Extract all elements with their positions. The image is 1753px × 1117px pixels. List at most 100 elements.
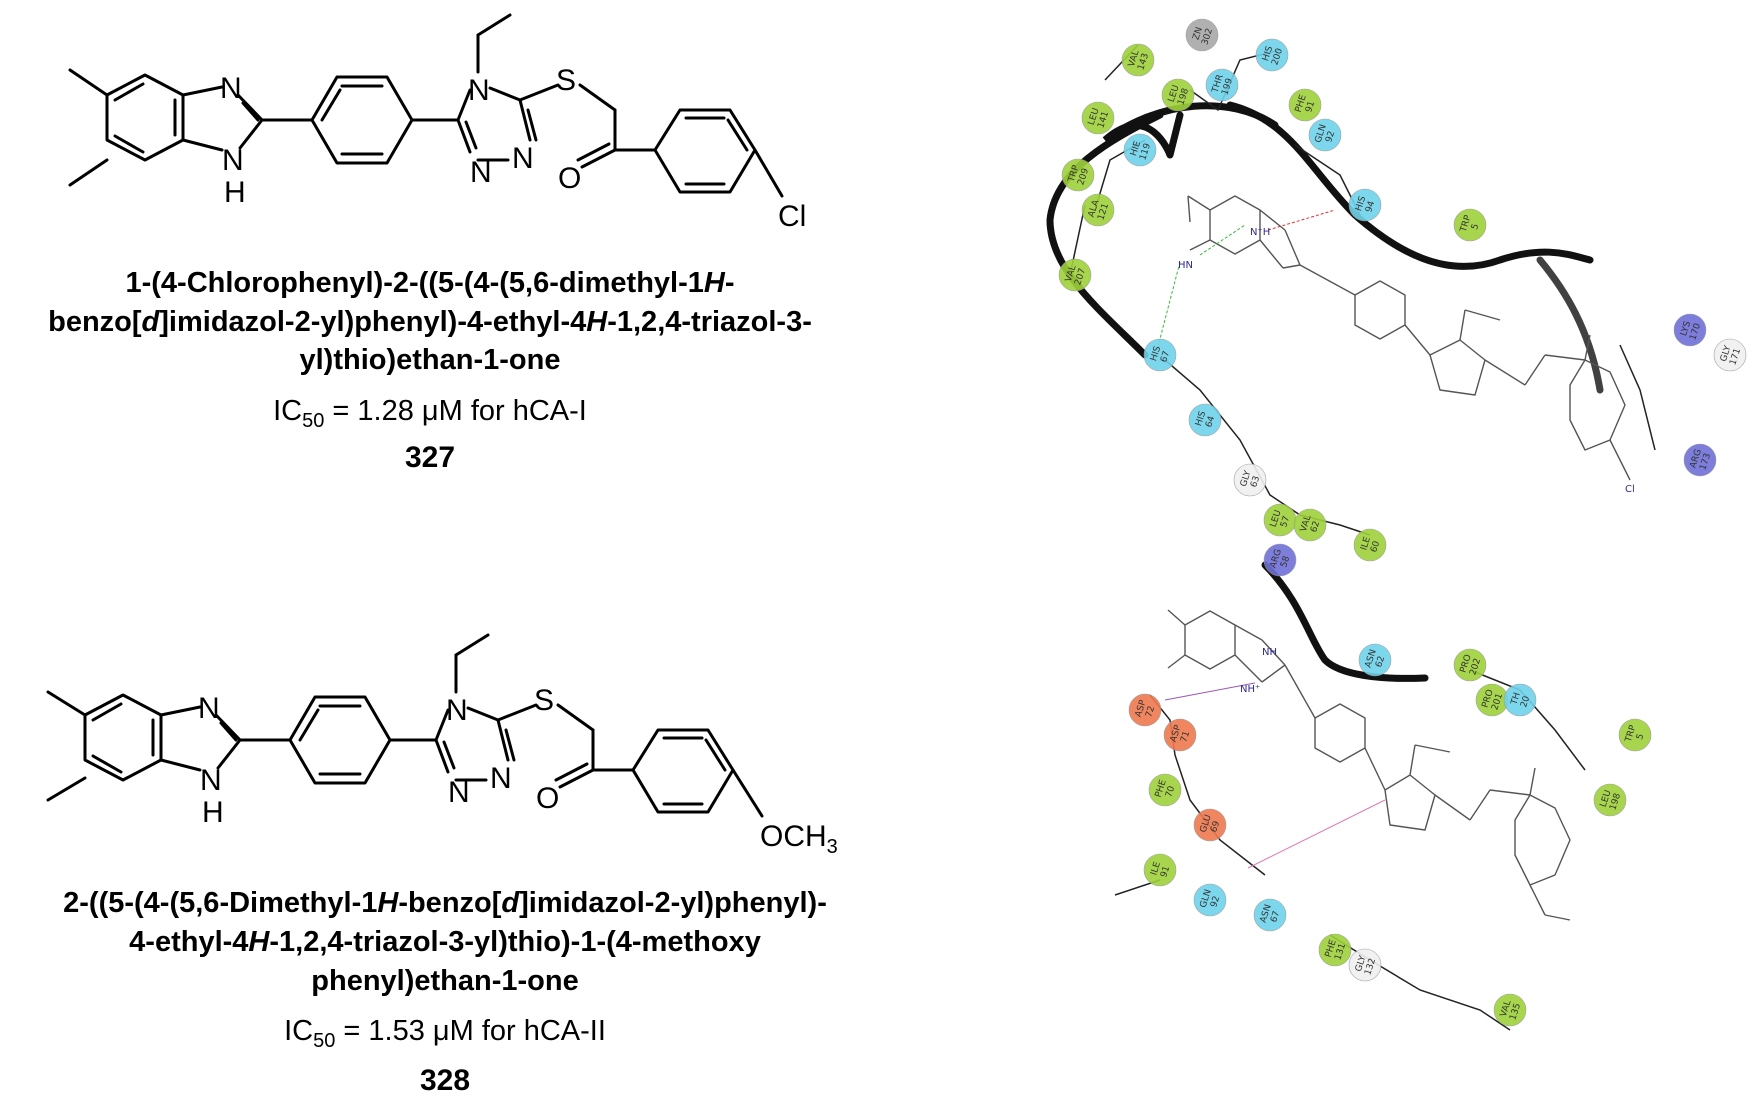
- svg-text:HIS67: HIS67: [1149, 345, 1173, 366]
- top-residue-hie-119: HIE119: [1123, 133, 1157, 167]
- atom-n4-328: N: [446, 694, 468, 727]
- svg-text:ILE60: ILE60: [1359, 536, 1382, 555]
- atom-n-328: N: [198, 692, 220, 725]
- atom-h-328: H: [202, 796, 224, 829]
- svg-text:HIS94: HIS94: [1354, 195, 1378, 216]
- svg-text:VAL135: VAL135: [1499, 999, 1523, 1022]
- compound-327-name-line1: 1-(4-Chlorophenyl)-2-((5-(4-(5,6-dimethy…: [125, 267, 734, 299]
- svg-text:LEU57: LEU57: [1269, 509, 1293, 532]
- compound-328-name-line2: 4-ethyl-4H-1,2,4-triazol-3-yl)thio)-1-(4…: [129, 926, 761, 958]
- compound-327-ic50: IC50 = 1.28 μM for hCA-I: [273, 395, 587, 432]
- ligand-label-cl: Cl: [1625, 484, 1635, 495]
- svg-text:GLU69: GLU69: [1199, 814, 1224, 837]
- top-residue-ala-121: ALA121: [1081, 193, 1115, 227]
- compound-328-name-line3: phenyl)ethan-1-one: [311, 965, 578, 997]
- top-residue-gly-63: GLY63: [1233, 463, 1267, 497]
- compound-328-ic50: IC50 = 1.53 μM for hCA-II: [284, 1015, 606, 1052]
- top-residue-thr-199: THR199: [1205, 68, 1239, 102]
- svg-text:ARG58: ARG58: [1268, 548, 1293, 573]
- compound-328-name-line1: 2-((5-(4-(5,6-Dimethyl-1H-benzo[d]imidaz…: [63, 887, 827, 919]
- top-residue-val-143: VAL143: [1121, 43, 1155, 77]
- ligand-327-2d: [1187, 195, 1631, 481]
- substituent-cl-327: Cl: [778, 200, 806, 233]
- bottom-residue-gly-132: GLY132: [1348, 948, 1382, 982]
- svg-text:ASN62: ASN62: [1364, 648, 1389, 672]
- bottom-residue-glu-69: GLU69: [1193, 808, 1227, 842]
- top-residue-leu-141: LEU141: [1081, 101, 1115, 135]
- top-residue-gly-171: GLY171: [1713, 338, 1747, 372]
- top-residue-lys-170: LYS170: [1673, 313, 1707, 347]
- bottom-residue-phe-131: PHE131: [1318, 933, 1352, 967]
- top-residue-his-94: HIS94: [1348, 188, 1382, 222]
- svg-text:ASP71: ASP71: [1169, 723, 1194, 746]
- bottom-residue-phe-70: PHE70: [1148, 773, 1182, 807]
- bottom-residue-val-135: VAL135: [1493, 993, 1527, 1027]
- top-residue-trp-5: TRP5: [1453, 208, 1487, 242]
- substituent-och3-328: OCH3: [760, 820, 838, 858]
- atom-nh-327: N: [222, 144, 244, 177]
- svg-text:GLN92: GLN92: [1199, 888, 1224, 912]
- docking-panel-top: N⁺H HN Cl: [1046, 44, 1656, 536]
- svg-text:PHE70: PHE70: [1154, 778, 1179, 801]
- bottom-residue-pro-201: PRO201: [1475, 683, 1509, 717]
- atom-n4-327: N: [468, 74, 490, 107]
- atom-n2-327: N: [470, 156, 492, 189]
- compound-328-number: 328: [420, 1064, 470, 1097]
- bottom-residue-asn-67: ASN67: [1253, 898, 1287, 932]
- top-residue-phe-91: PHE91: [1288, 88, 1322, 122]
- ligand-label-nh-top: N⁺H: [1250, 227, 1270, 238]
- bottom-residue-asn-62: ASN62: [1358, 643, 1392, 677]
- bottom-residue-leu-198: LEU198: [1593, 783, 1627, 817]
- svg-text:ASN67: ASN67: [1259, 903, 1284, 927]
- top-residue-leu-57: LEU57: [1263, 503, 1297, 537]
- svg-text:PHE91: PHE91: [1294, 93, 1319, 116]
- atom-n1-328: N: [490, 762, 512, 795]
- compound-327-number: 327: [405, 441, 455, 474]
- svg-text:ILE91: ILE91: [1149, 861, 1172, 880]
- atom-nh-328: N: [200, 764, 222, 797]
- bottom-residue-asp-72: ASP72: [1128, 693, 1162, 727]
- svg-text:PRO201: PRO201: [1481, 688, 1506, 712]
- svg-text:ASP72: ASP72: [1134, 698, 1159, 721]
- top-residue-leu-198: LEU198: [1161, 78, 1195, 112]
- bottom-residue-gln-92: GLN92: [1193, 883, 1227, 917]
- top-residue-gln-92: GLN92: [1308, 118, 1342, 152]
- top-residue-trp-209: TRP209: [1061, 158, 1095, 192]
- bottom-residue-trp-5: TRP5: [1618, 718, 1652, 752]
- compound-327-name-line3: yl)thio)ethan-1-one: [300, 344, 561, 376]
- top-residue-his-67: HIS67: [1143, 338, 1177, 372]
- ligand-label-nh-plus: NH⁺: [1240, 684, 1260, 695]
- svg-text:HIE119: HIE119: [1129, 139, 1153, 162]
- atom-h-327: H: [224, 176, 246, 209]
- atom-n1-327: N: [512, 142, 534, 175]
- bottom-residue-ile-91: ILE91: [1143, 853, 1177, 887]
- atom-s-327: S: [556, 64, 576, 97]
- atom-n-327: N: [220, 72, 242, 105]
- ligand-label-hn: HN: [1178, 260, 1193, 271]
- structure-328: [46, 633, 764, 818]
- top-residue-val-207: VAL207: [1058, 258, 1092, 292]
- svg-text:VAL62: VAL62: [1299, 514, 1323, 536]
- svg-text:GLY63: GLY63: [1239, 469, 1263, 491]
- top-residue-his-200: HIS200: [1255, 38, 1289, 72]
- svg-text:TH20: TH20: [1509, 691, 1532, 710]
- ligand-label-nh: NH: [1262, 647, 1277, 658]
- top-residue-ile-60: ILE60: [1353, 528, 1387, 562]
- top-residue-val-62: VAL62: [1293, 508, 1327, 542]
- top-residue-zn-302: ZN302: [1185, 18, 1219, 52]
- compound-327-name-line2: benzo[d]imidazol-2-yl)phenyl)-4-ethyl-4H…: [48, 306, 812, 338]
- bottom-residue-pro-202: PRO202: [1453, 648, 1487, 682]
- svg-text:GLN92: GLN92: [1314, 123, 1339, 147]
- bottom-residue-th-20: TH20: [1503, 683, 1537, 717]
- atom-s-328: S: [534, 684, 554, 717]
- structure-327: [68, 13, 784, 198]
- bottom-residue-asp-71: ASP71: [1163, 718, 1197, 752]
- top-residue-his-64: HIS64: [1188, 403, 1222, 437]
- atom-o-328: O: [536, 782, 559, 815]
- top-residue-arg-173: ARG173: [1683, 443, 1717, 477]
- top-residue-arg-58: ARG58: [1263, 543, 1297, 577]
- svg-text:HIS64: HIS64: [1194, 410, 1218, 431]
- residue-layer: VAL143ZN302LEU141LEU198THR199HIS200PHE91…: [1058, 18, 1747, 1027]
- atom-n2-328: N: [448, 776, 470, 809]
